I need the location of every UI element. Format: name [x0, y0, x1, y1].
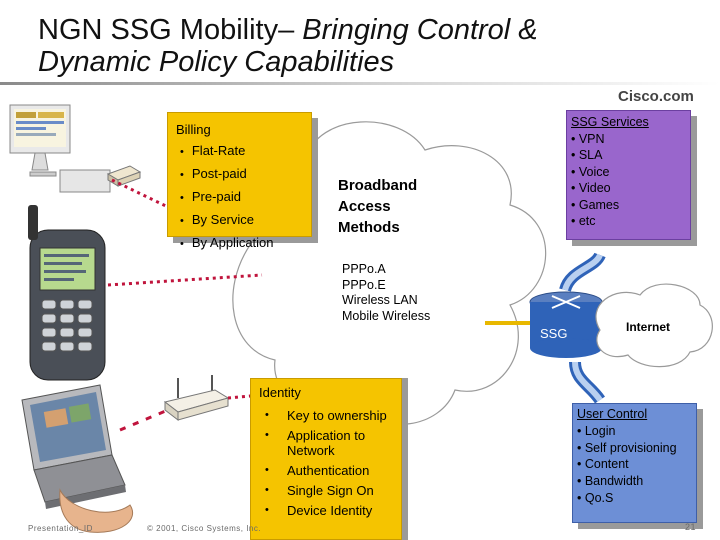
user-control-item: • Qo.S — [577, 490, 614, 505]
cisco-logo: Cisco.com — [618, 88, 694, 105]
access-methods-list: PPPo.A PPPo.E Wireless LAN Mobile Wirele… — [342, 262, 430, 324]
billing-item: Pre-paid — [192, 186, 303, 209]
broadband-line: Methods — [338, 219, 400, 236]
ssg-services-heading: SSG Services — [571, 115, 649, 129]
slide-title: NGN SSG Mobility– Bringing Control & Dyn… — [38, 14, 698, 78]
broadband-label: Broadband Access Methods — [338, 175, 417, 238]
identity-item: Device Identity — [265, 503, 393, 518]
ssg-service-item: • SLA — [571, 148, 603, 162]
ssg-service-item: • etc — [571, 214, 596, 228]
laptop-icon — [21, 384, 133, 533]
identity-heading: Identity — [259, 385, 301, 400]
access-method: PPPo.E — [342, 277, 386, 292]
ssg-label: SSG — [540, 326, 568, 341]
billing-item: By Service — [192, 209, 303, 232]
phone-link — [107, 273, 263, 287]
billing-heading: Billing — [176, 122, 211, 137]
user-control-item: • Login — [577, 423, 616, 438]
identity-list: Key to ownership Application to Network … — [259, 408, 393, 518]
billing-item: By Application — [192, 232, 303, 255]
billing-list: Flat-Rate Post-paid Pre-paid By Service … — [176, 140, 303, 255]
title-italic-2: Dynamic Policy Capabilities — [38, 46, 395, 78]
user-control-item: • Content — [577, 457, 629, 472]
broadband-line: Access — [338, 198, 391, 215]
title-divider — [0, 82, 720, 85]
user-control-box: User Control • Login • Self provisioning… — [572, 403, 697, 523]
footer-presentation-id: Presentation_ID — [28, 524, 93, 533]
desktop-computer-icon — [9, 104, 111, 193]
internet-cloud — [595, 283, 713, 368]
broadband-line: Broadband — [338, 177, 418, 194]
ssg-service-item: • Video — [571, 181, 611, 195]
laptop-link — [119, 408, 169, 432]
user-control-item: • Bandwidth — [577, 474, 644, 489]
identity-item: Authentication — [265, 463, 393, 478]
identity-box: Identity Key to ownership Application to… — [250, 378, 402, 540]
identity-item: Single Sign On — [265, 483, 393, 498]
title-plain: NGN SSG Mobility– — [38, 14, 303, 46]
access-method: Mobile Wireless — [342, 308, 431, 323]
footer-copyright: © 2001, Cisco Systems, Inc. — [147, 524, 262, 533]
access-method: PPPo.A — [342, 262, 386, 276]
identity-item: Key to ownership — [265, 408, 393, 423]
footer-page-number: 21 — [685, 522, 697, 532]
billing-item: Post-paid — [192, 163, 303, 186]
wireless-ap-icon — [163, 375, 230, 422]
pc-link — [111, 178, 171, 210]
internet-label: Internet — [626, 320, 671, 334]
identity-item: Application to Network — [265, 428, 393, 458]
billing-box: Billing Flat-Rate Post-paid Pre-paid By … — [167, 112, 312, 250]
ssg-router-icon — [529, 291, 603, 358]
mobile-phone-icon — [28, 205, 106, 381]
ssg-service-item: • Games — [571, 197, 620, 212]
ssg-service-item: • Voice — [571, 164, 610, 179]
ssg-service-item: • VPN — [571, 131, 605, 146]
modem-icon — [106, 165, 142, 187]
title-italic-1: Bringing Control & — [302, 14, 538, 46]
access-method: Wireless LAN — [342, 293, 418, 307]
user-control-heading: User Control — [577, 407, 648, 421]
billing-item: Flat-Rate — [192, 140, 303, 163]
ssg-services-box: SSG Services • VPN • SLA • Voice • Video… — [566, 110, 691, 240]
user-control-item: • Self provisioning — [577, 440, 677, 455]
